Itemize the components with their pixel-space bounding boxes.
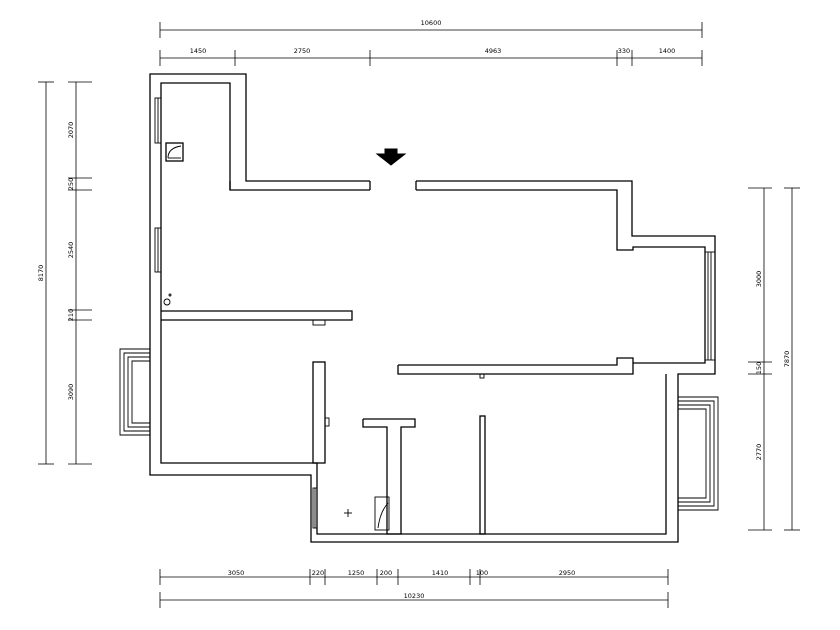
dim-bottom-seg-3: 1250 <box>348 569 365 577</box>
dim-right-total: 7870 <box>783 351 791 368</box>
windows <box>119 97 719 529</box>
dim-top-seg-5: 1400 <box>659 47 676 55</box>
dim-bottom-seg-5: 1410 <box>432 569 449 577</box>
dim-top-seg-4: 330 <box>618 47 630 55</box>
window-right-upper <box>704 251 716 361</box>
dim-left-seg-2: 250 <box>67 178 75 190</box>
dim-bottom-total: 10230 <box>404 592 425 600</box>
dim-left-seg-4: 210 <box>67 309 75 321</box>
fixtures <box>163 142 390 531</box>
dim-bottom-seg-2: 220 <box>312 569 324 577</box>
bay-window-left <box>119 348 150 436</box>
dim-top-total: 10600 <box>421 19 442 27</box>
dim-bottom-seg-7: 2950 <box>559 569 576 577</box>
dim-left-seg-3: 2540 <box>67 242 75 259</box>
walls <box>149 73 716 543</box>
left-dimensions: 8170 2070 250 2540 210 3090 <box>37 81 92 465</box>
dim-top-seg-1: 1450 <box>190 47 207 55</box>
dim-right-seg-3: 2770 <box>755 444 763 461</box>
shower-fixture <box>374 496 390 531</box>
dim-left-seg-1: 2070 <box>67 122 75 139</box>
dim-left-seg-5: 3090 <box>67 384 75 401</box>
dim-bottom-seg-6: 100 <box>476 569 488 577</box>
top-dimensions: 10600 1450 2750 4963 330 1400 <box>159 19 703 66</box>
dim-top-seg-2: 2750 <box>294 47 311 55</box>
drain-fixture <box>163 293 172 306</box>
dim-left-total: 8170 <box>37 265 45 282</box>
sink-fixture <box>165 142 184 162</box>
entrance-arrow-icon <box>375 148 407 166</box>
dim-top-seg-3: 4963 <box>485 47 502 55</box>
dim-bottom-seg-1: 3050 <box>228 569 245 577</box>
window-bathroom <box>312 487 318 529</box>
dim-right-seg-1: 3000 <box>755 271 763 288</box>
floor-drain-cross <box>344 509 352 517</box>
dim-bottom-seg-4: 200 <box>380 569 392 577</box>
bottom-dimensions: 3050 220 1250 200 1410 100 2950 10230 <box>159 569 669 608</box>
bay-window-right <box>678 396 719 511</box>
right-dimensions: 3000 150 2770 7870 <box>748 187 800 531</box>
dim-right-seg-2: 150 <box>755 362 763 374</box>
